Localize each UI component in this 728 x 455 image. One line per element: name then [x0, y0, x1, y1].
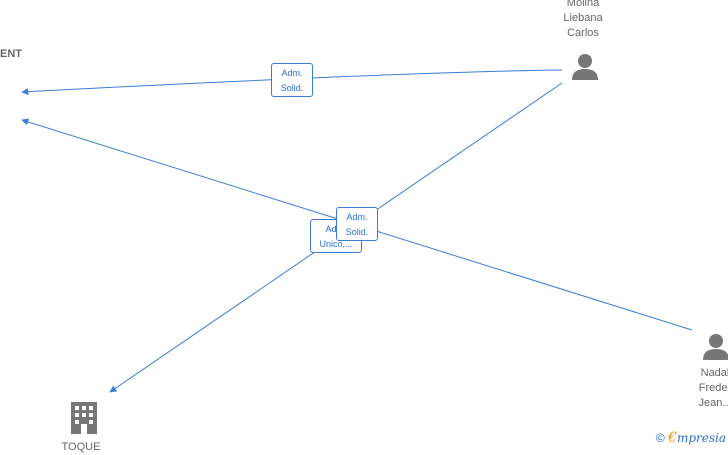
edge-label-line: Unico,...: [319, 239, 353, 249]
edge-label-line: Solid.: [345, 227, 369, 237]
company-name-top[interactable]: ENT: [0, 48, 22, 60]
person-name-line: Liebana: [563, 12, 603, 24]
person-icon[interactable]: [703, 334, 728, 360]
edge-label-line: Adm.: [314, 222, 358, 237]
edge-label-adm-solid-top[interactable]: Adm. Solid.: [271, 63, 313, 97]
brand-watermark: © €mpresia: [656, 430, 726, 446]
person-name-line: Molina: [566, 0, 600, 9]
person-icon[interactable]: [572, 54, 598, 80]
person-name-line: Freder: [698, 382, 728, 394]
edge-label-line: Adm.: [281, 68, 303, 78]
person-name-line: Carlos: [567, 27, 599, 39]
building-icon[interactable]: [71, 402, 97, 434]
edge-label-adm-solid-center[interactable]: Adm. Solid.: [336, 207, 378, 241]
brand-logo-text: mpresia: [676, 431, 726, 445]
person-name-line: Nadal: [700, 367, 728, 379]
brand-logo-initial: €: [668, 430, 677, 446]
edge-label-line: Solid.: [280, 83, 304, 93]
edge-label-line: Adm.: [346, 212, 368, 222]
person-name-line: Jean...: [698, 397, 728, 409]
company-name-bottom[interactable]: TOQUE: [61, 441, 101, 453]
person-name-top[interactable]: Molina Liebana Carlos: [548, 0, 618, 41]
edge-molina-to-ent: [21, 69, 563, 96]
person-name-right[interactable]: Nadal Freder Jean...: [690, 366, 728, 411]
copyright-symbol: ©: [655, 431, 665, 445]
